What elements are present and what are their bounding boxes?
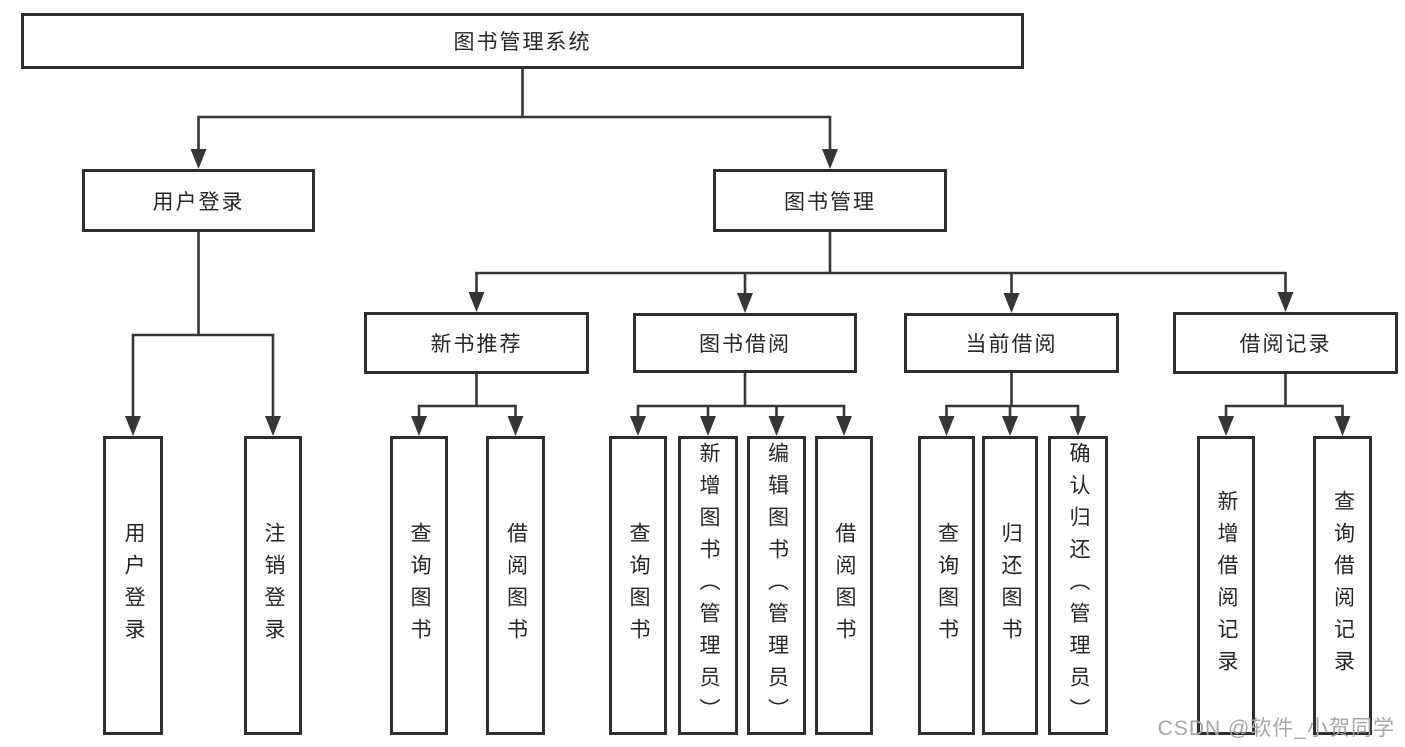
- leaf-current-return-books: 归还图书: [982, 436, 1038, 735]
- node-root: 图书管理系统: [21, 13, 1024, 69]
- node-borrow-records: 借阅记录: [1173, 312, 1398, 374]
- leaf-user-login: 用户登录: [103, 436, 163, 735]
- leaf-borrow-add-books-admin: 新增图书（管理员）: [678, 436, 738, 735]
- leaf-current-query-books: 查询图书: [918, 436, 975, 735]
- leaf-recommend-borrow-books: 借阅图书: [486, 436, 545, 735]
- node-user-login: 用户登录: [82, 169, 315, 232]
- leaf-records-query-record: 查询借阅记录: [1313, 436, 1372, 735]
- leaf-borrow-edit-books-admin: 编辑图书（管理员）: [747, 436, 806, 735]
- leaf-borrow-borrow-books: 借阅图书: [815, 436, 873, 735]
- node-current-borrow: 当前借阅: [904, 313, 1119, 373]
- leaf-records-add-record: 新增借阅记录: [1197, 436, 1255, 735]
- csdn-watermark: CSDN @软件_小贺同学: [1157, 717, 1395, 740]
- leaf-current-confirm-return-admin: 确认归还（管理员）: [1048, 436, 1108, 735]
- leaf-logout: 注销登录: [244, 436, 302, 735]
- node-new-book-recommend: 新书推荐: [364, 312, 589, 374]
- leaf-borrow-query-books: 查询图书: [609, 436, 667, 735]
- leaf-recommend-query-books: 查询图书: [390, 436, 448, 735]
- node-book-borrow: 图书借阅: [633, 313, 857, 373]
- node-book-management: 图书管理: [713, 169, 947, 232]
